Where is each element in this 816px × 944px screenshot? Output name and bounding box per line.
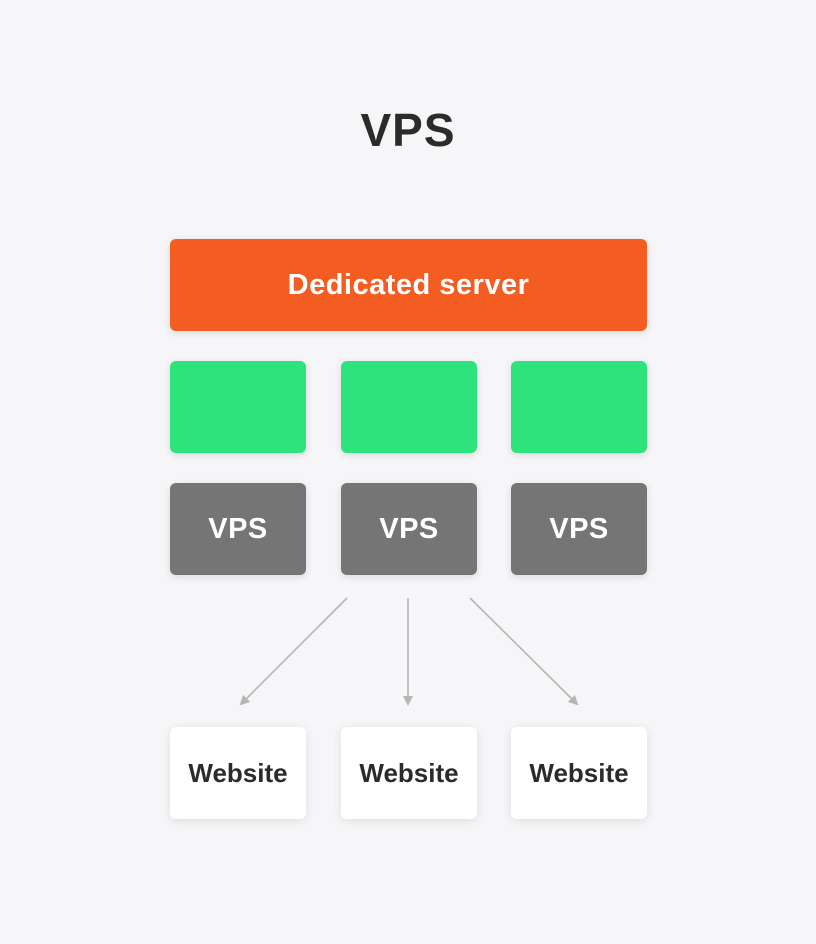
partition-block-1 <box>170 361 306 453</box>
website-box-3: Website <box>511 727 647 819</box>
website-box-2: Website <box>341 727 477 819</box>
vps-box-3: VPS <box>511 483 647 575</box>
website-box-1: Website <box>170 727 306 819</box>
vps-box-1: VPS <box>170 483 306 575</box>
dedicated-server-box: Dedicated server <box>170 239 647 331</box>
arrow-left <box>239 597 348 706</box>
partition-block-2 <box>341 361 477 453</box>
vps-box-2: VPS <box>341 483 477 575</box>
arrow-right <box>469 597 579 706</box>
partition-block-3 <box>511 361 647 453</box>
diagram-title: VPS <box>360 104 456 156</box>
